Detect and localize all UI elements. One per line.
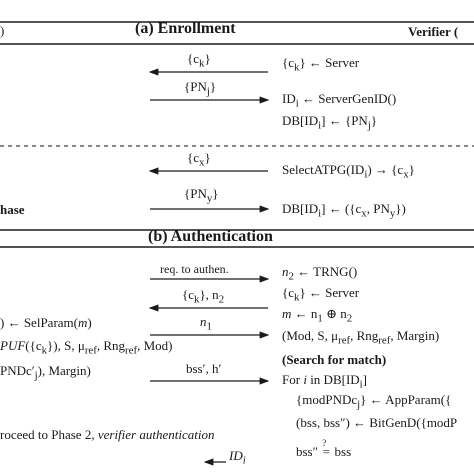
- verifier-search-match: (Search for match): [282, 352, 387, 367]
- verifier-compare: bss″ ?= bss: [296, 438, 352, 459]
- verifier-servergenid: IDi ← ServerGenID(): [282, 91, 397, 110]
- msg-ck: {ck}: [187, 51, 211, 70]
- msg-pny: {PNy}: [184, 186, 219, 205]
- verifier-header: Verifier (: [408, 24, 459, 39]
- msg-req-to-authen: req. to authen.: [160, 262, 229, 276]
- verifier-for-loop: For i in DB[IDi]: [282, 372, 368, 391]
- phase-fragment: hase: [0, 202, 25, 217]
- left-header-fragment: ): [0, 23, 5, 38]
- left-puf-line: PUF({ck}), S, μref, Rngref, Mod): [0, 338, 173, 357]
- msg-cx: {cx}: [187, 150, 211, 169]
- bottom-note: roceed to Phase 2, verifier authenticati…: [0, 427, 215, 442]
- enrollment-title: (a) Enrollment: [135, 20, 236, 37]
- verifier-mod-params: (Mod, S, μref, Rngref, Margin): [282, 328, 440, 347]
- verifier-n2-trng: n2 ← TRNG(): [282, 264, 358, 283]
- left-pndc-line: PNDc′j), Margin): [0, 363, 91, 382]
- verifier-appparam: {modPNDcj} ← AppParam({: [296, 392, 452, 411]
- authentication-title: (b) Authentication: [148, 228, 273, 245]
- verifier-ck-server: {ck} ← Server: [282, 55, 360, 74]
- verifier-ck-server-auth: {ck} ← Server: [282, 285, 360, 304]
- bottom-idi: IDi: [229, 448, 246, 467]
- msg-ck-n2: {ck}, n2: [182, 287, 225, 306]
- verifier-db-cx-pny: DB[IDi] ← ({cx, PNy}): [282, 201, 406, 220]
- verifier-db-pnj: DB[IDi] ← {PNj}: [282, 113, 378, 132]
- left-selparam: ) ← SelParam(m): [0, 315, 92, 330]
- msg-bss-h: bss′, h′: [186, 361, 222, 376]
- verifier-bitgend: (bss, bss″) ← BitGenD({modP: [296, 415, 458, 430]
- msg-n1: n1: [200, 314, 212, 333]
- verifier-m-xor: m ← n1 ⊕ n2: [282, 306, 353, 325]
- verifier-selectatpg: SelectATPG(IDi) → {cx}: [282, 162, 415, 181]
- msg-pnj: {PNj}: [184, 79, 217, 98]
